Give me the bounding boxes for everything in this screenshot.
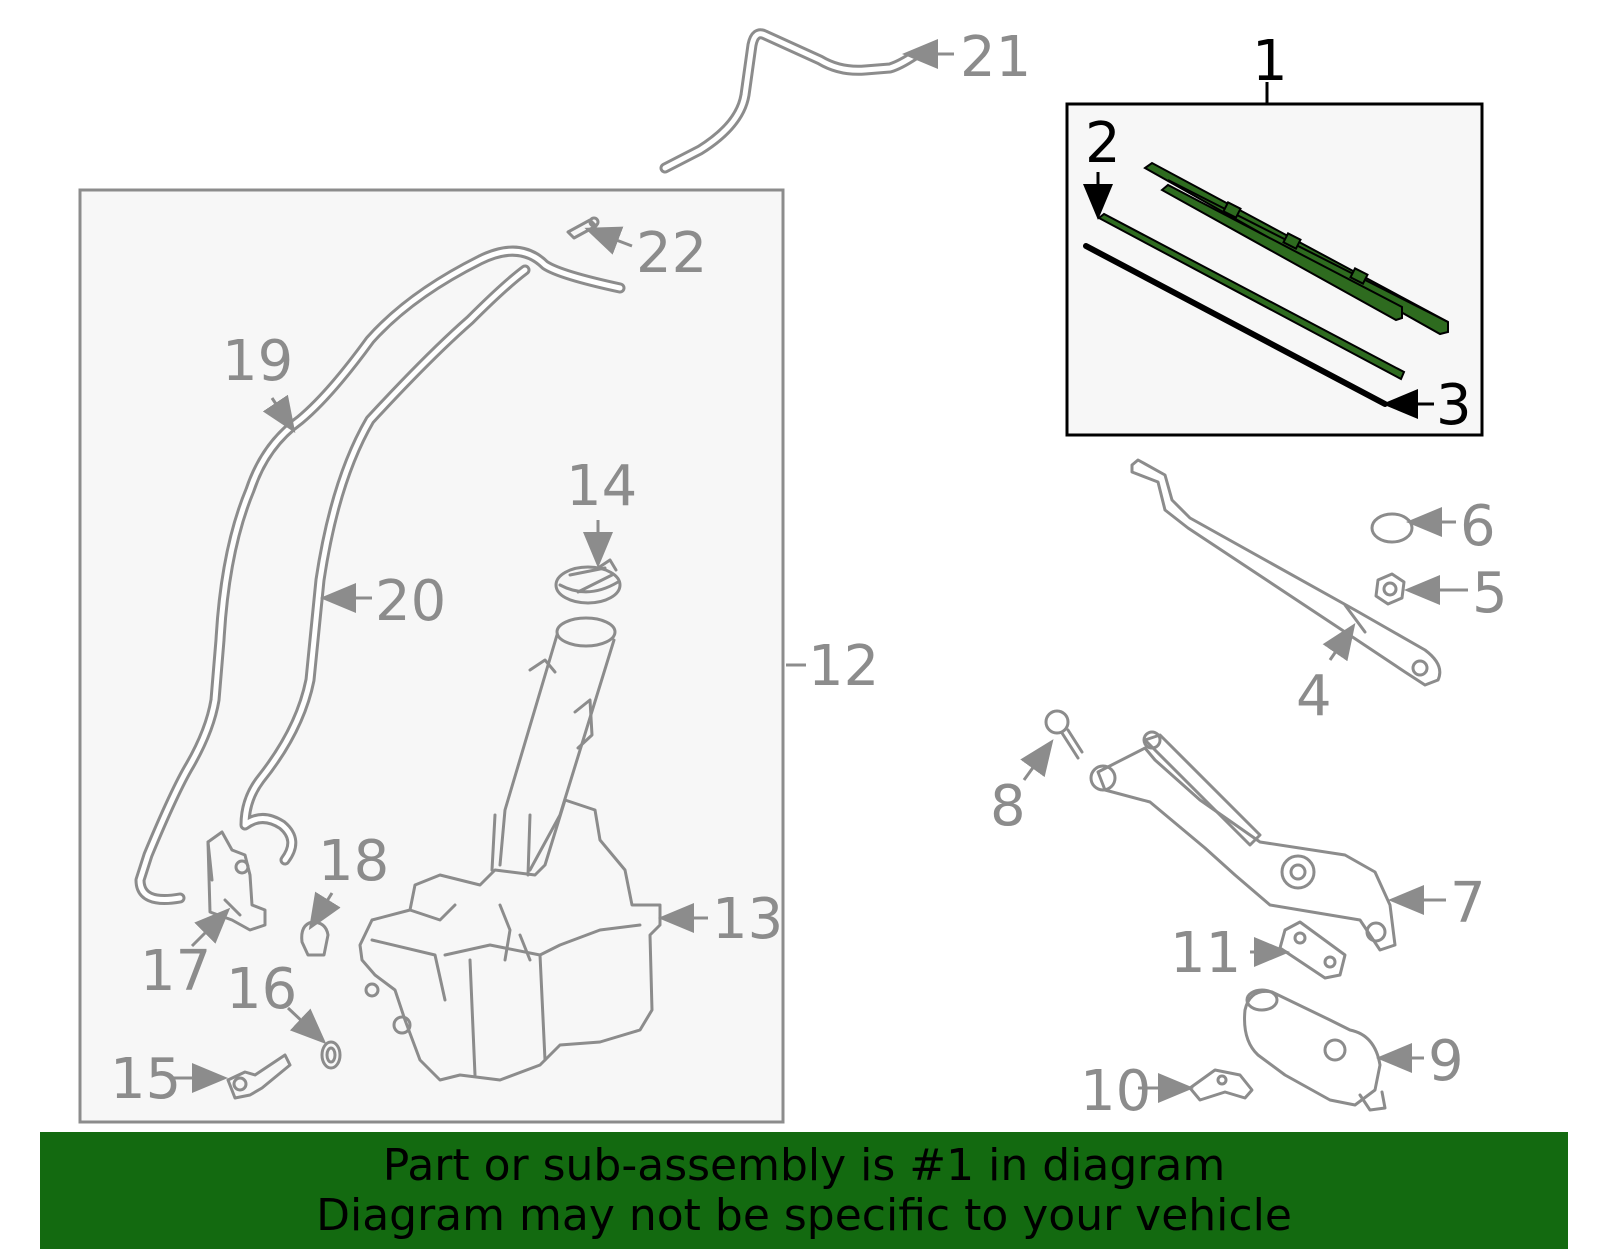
callout-7[interactable]: 7 bbox=[1450, 871, 1486, 936]
callout-11[interactable]: 11 bbox=[1170, 921, 1241, 986]
leader-lines bbox=[172, 39, 1468, 1103]
pivot-cap[interactable] bbox=[1370, 512, 1414, 544]
washer-hose-left[interactable] bbox=[134, 245, 626, 905]
callout-17[interactable]: 17 bbox=[140, 939, 211, 1004]
filler-hose[interactable] bbox=[659, 28, 921, 174]
callout-4[interactable]: 4 bbox=[1296, 664, 1332, 729]
callout-10[interactable]: 10 bbox=[1080, 1059, 1151, 1124]
wiper-linkage[interactable] bbox=[1089, 730, 1397, 952]
callout-9[interactable]: 9 bbox=[1428, 1029, 1464, 1094]
callout-13[interactable]: 13 bbox=[712, 887, 783, 952]
hose-connector[interactable] bbox=[566, 216, 600, 240]
washer-hose-right[interactable] bbox=[239, 264, 531, 866]
info-banner: Part or sub-assembly is #1 in diagram Di… bbox=[40, 1132, 1568, 1249]
callout-22[interactable]: 22 bbox=[636, 221, 707, 286]
callout-21[interactable]: 21 bbox=[960, 25, 1031, 90]
banner-line-1: Part or sub-assembly is #1 in diagram bbox=[382, 1139, 1226, 1191]
callout-1[interactable]: 1 bbox=[1252, 29, 1288, 94]
banner-line-2: Diagram may not be specific to your vehi… bbox=[316, 1189, 1292, 1241]
callout-15[interactable]: 15 bbox=[110, 1047, 181, 1112]
callout-18[interactable]: 18 bbox=[318, 829, 389, 894]
callout-3[interactable]: 3 bbox=[1436, 373, 1472, 438]
callout-labels: 1 2 3 4 5 6 7 8 9 10 11 12 13 14 15 16 1… bbox=[110, 25, 1508, 1124]
reservoir-assembly-box bbox=[78, 188, 785, 1124]
callout-20[interactable]: 20 bbox=[375, 569, 446, 634]
callout-19[interactable]: 19 bbox=[222, 329, 293, 394]
callout-2[interactable]: 2 bbox=[1085, 111, 1121, 176]
blade-insert[interactable] bbox=[1083, 243, 1388, 407]
callout-14[interactable]: 14 bbox=[566, 454, 637, 519]
callout-6[interactable]: 6 bbox=[1460, 494, 1496, 559]
washer-pump[interactable] bbox=[206, 830, 267, 932]
callout-8[interactable]: 8 bbox=[990, 774, 1026, 839]
level-sensor-seal[interactable] bbox=[320, 1040, 342, 1070]
pivot-nut[interactable] bbox=[1374, 572, 1406, 606]
callout-12[interactable]: 12 bbox=[808, 634, 879, 699]
motor-bracket[interactable] bbox=[1278, 920, 1347, 980]
wiper-arm[interactable] bbox=[1130, 458, 1442, 687]
linkage-bolt[interactable] bbox=[1044, 709, 1084, 760]
level-sensor[interactable] bbox=[226, 1053, 292, 1100]
wiper-motor[interactable] bbox=[1243, 988, 1387, 1112]
wiper-blade[interactable] bbox=[1143, 161, 1449, 336]
motor-mount[interactable] bbox=[1188, 1068, 1254, 1102]
callout-16[interactable]: 16 bbox=[226, 957, 297, 1022]
callout-5[interactable]: 5 bbox=[1472, 561, 1508, 626]
